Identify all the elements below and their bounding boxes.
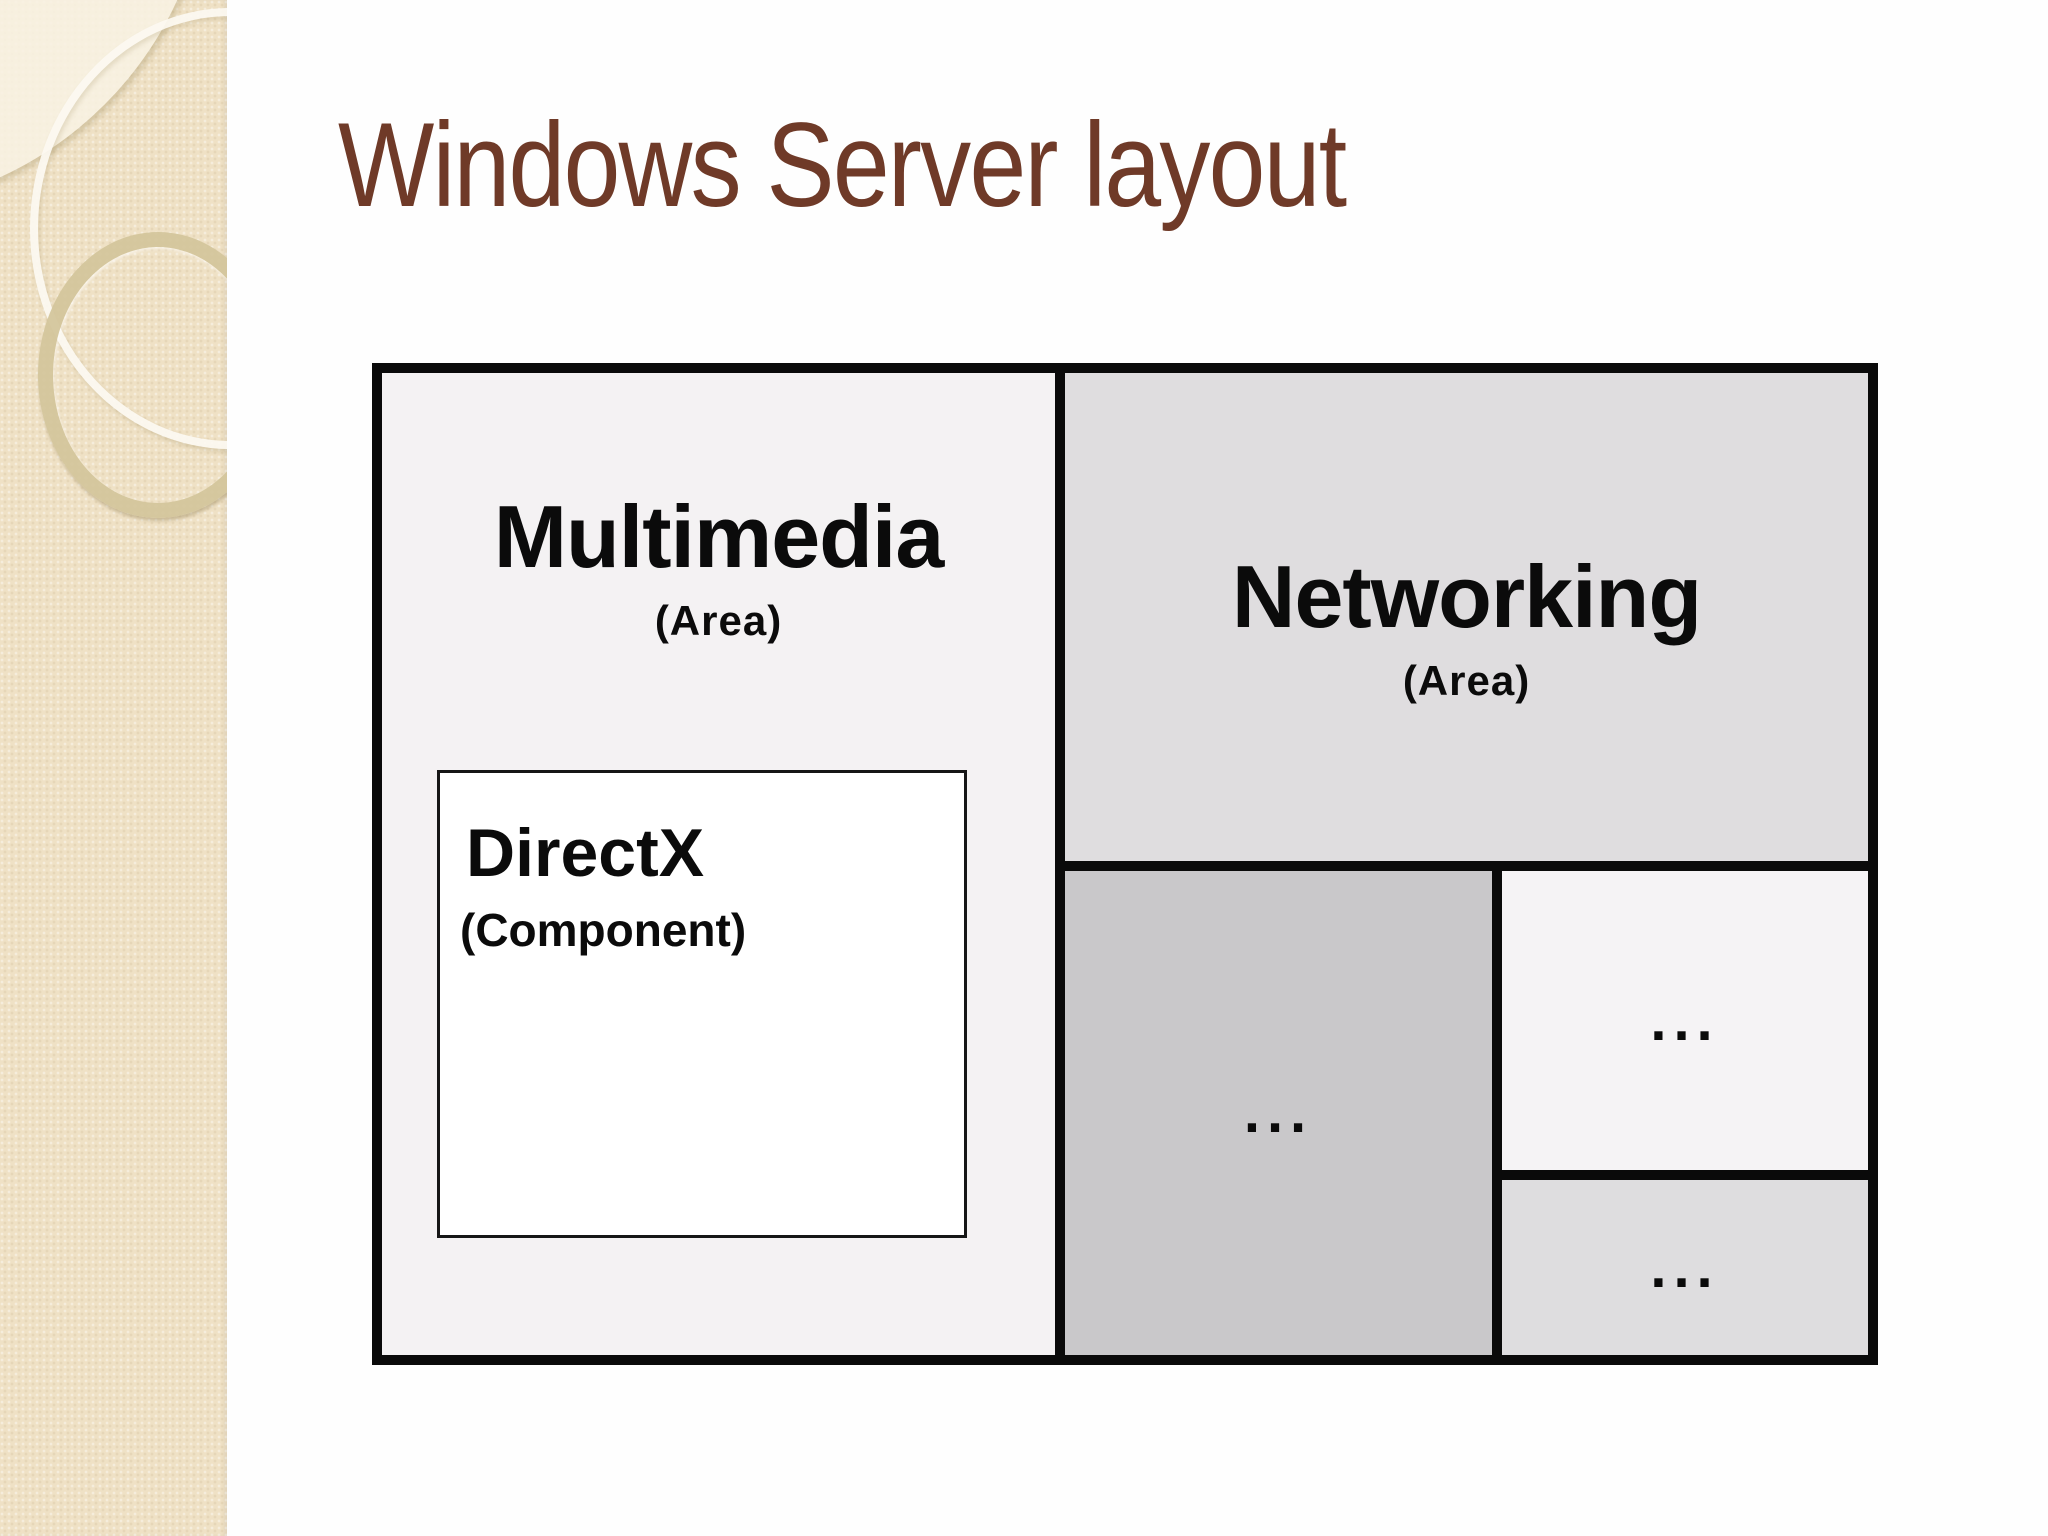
- ellipsis-placeholder-label: ...: [1243, 1080, 1314, 1145]
- decorative-sidebar: [0, 0, 227, 1536]
- slide-title: Windows Server layout: [338, 98, 1347, 232]
- ellipsis-placeholder-label: ...: [1650, 1234, 1720, 1300]
- networking-area-title: Networking: [1231, 546, 1702, 646]
- placeholder-box-bottom-right: ...: [1502, 1180, 1868, 1355]
- directx-component-box: DirectX (Component): [437, 770, 967, 1238]
- multimedia-area-title: Multimedia: [493, 487, 945, 586]
- ellipsis-placeholder-label: ...: [1650, 987, 1720, 1053]
- placeholder-box-large: ...: [1065, 871, 1492, 1355]
- directx-component-title: DirectX: [466, 815, 705, 891]
- multimedia-area-kind: (Area): [654, 597, 783, 645]
- server-layout-diagram: Multimedia (Area) DirectX (Component) Ne…: [372, 363, 1878, 1365]
- networking-area-kind: (Area): [1402, 657, 1531, 705]
- directx-component-kind: (Component): [460, 904, 747, 956]
- multimedia-area-box: Multimedia (Area) DirectX (Component): [382, 373, 1055, 1355]
- networking-area-box: Networking (Area): [1065, 373, 1868, 861]
- placeholder-box-top-right: ...: [1502, 871, 1868, 1170]
